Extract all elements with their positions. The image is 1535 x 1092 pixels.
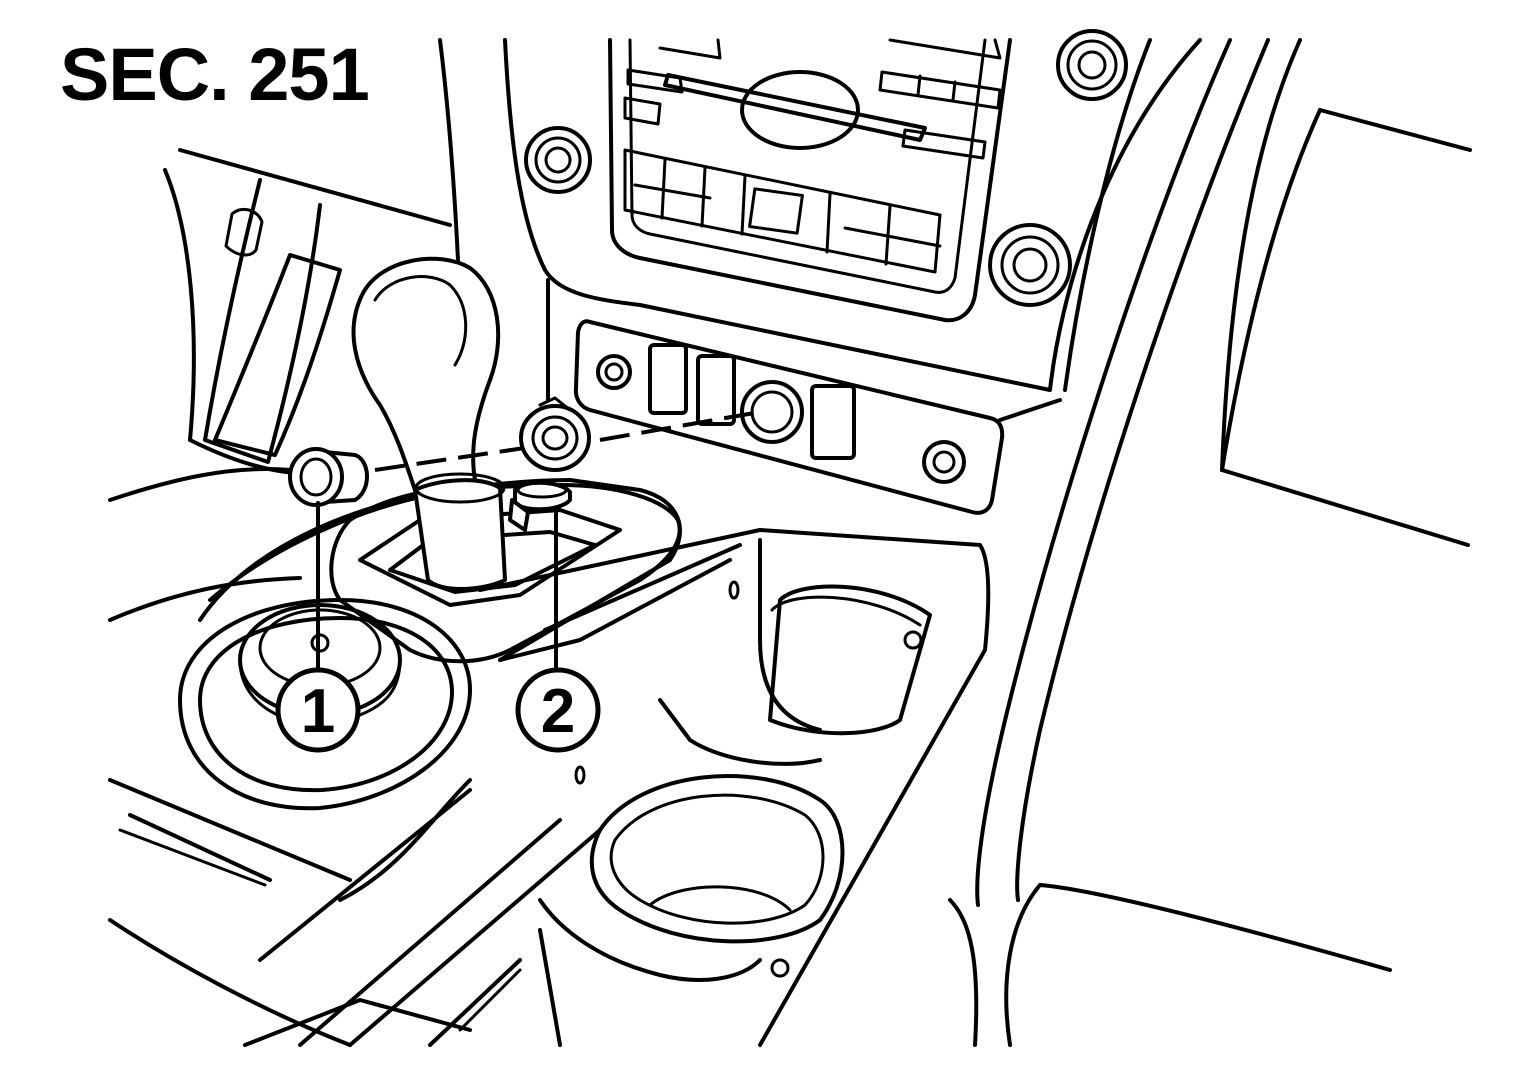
section-label: SEC. 251 — [60, 33, 370, 116]
callouts: 1 2 — [275, 501, 601, 753]
callout-2: 2 — [515, 667, 601, 753]
center-stack — [438, 29, 1202, 422]
callout-1: 1 — [275, 667, 361, 753]
part-1-cap — [288, 447, 369, 507]
part-2-socket — [508, 396, 591, 532]
callout-1-label: 1 — [301, 677, 335, 746]
shifter-assembly — [329, 256, 682, 664]
seat-area — [948, 38, 1472, 1047]
callout-2-label: 2 — [541, 677, 575, 746]
center-console — [198, 478, 991, 1047]
exploded-parts — [288, 396, 761, 532]
switch-panel — [573, 319, 1005, 515]
